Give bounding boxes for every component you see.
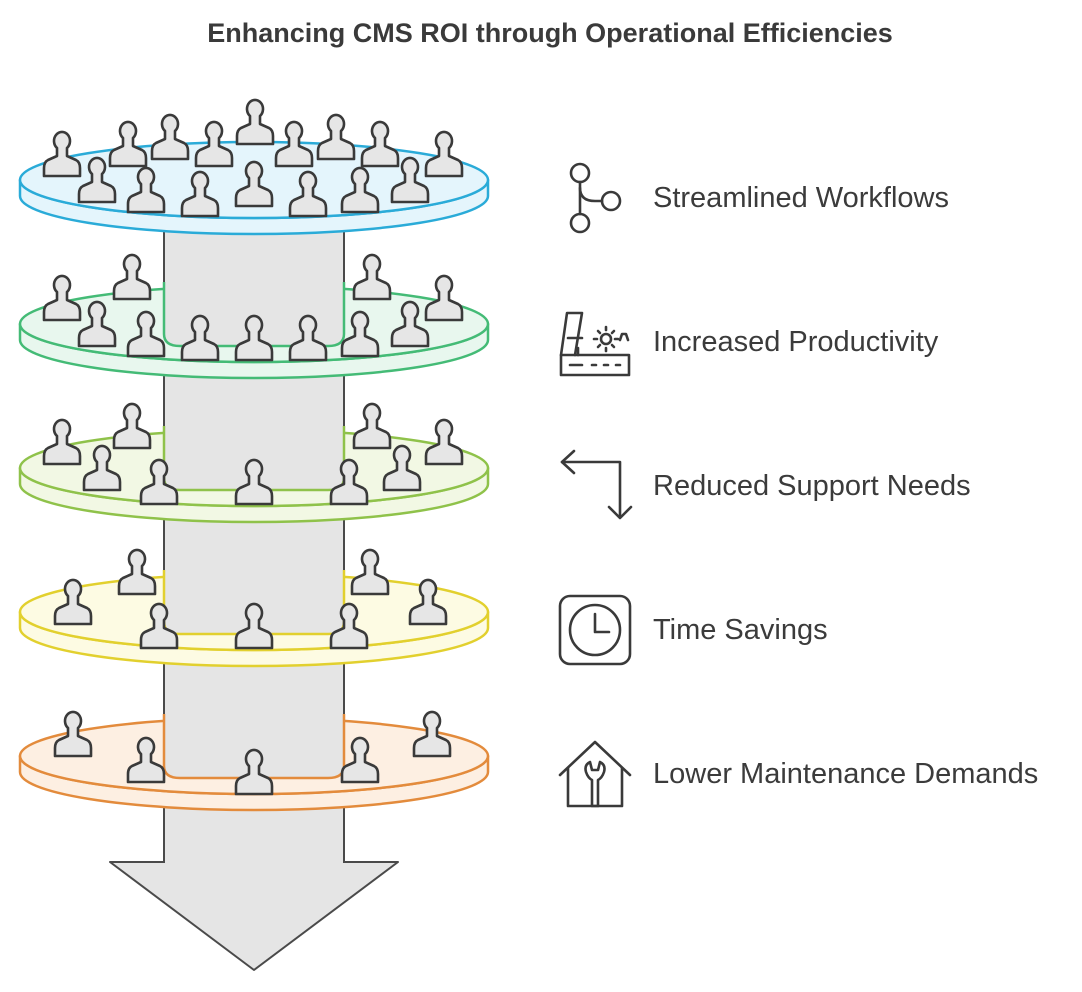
person-icon xyxy=(42,130,82,178)
person-icon xyxy=(42,274,82,322)
person-icon xyxy=(316,113,356,161)
layer-label-reduced-support-needs: Reduced Support Needs xyxy=(653,470,971,502)
clock-icon xyxy=(558,594,632,666)
turn-arrow-icon xyxy=(560,449,633,520)
layer-disk-2 xyxy=(18,253,490,380)
layer-disk-5 xyxy=(18,710,490,812)
layer-label-time-savings: Time Savings xyxy=(653,614,828,646)
workflow-branch-icon xyxy=(569,162,622,234)
layer-label-streamlined-workflows: Streamlined Workflows xyxy=(653,182,950,214)
person-icon xyxy=(117,548,157,596)
person-icon xyxy=(150,113,190,161)
person-icon xyxy=(42,418,82,466)
person-icon xyxy=(360,120,400,168)
arrow-head xyxy=(109,861,399,971)
layer-label-increased-productivity: Increased Productivity xyxy=(653,326,939,358)
person-icon xyxy=(108,120,148,168)
person-icon xyxy=(350,548,390,596)
person-icon xyxy=(352,402,392,450)
layer-disk-1 xyxy=(18,98,490,236)
factory-icon xyxy=(559,311,631,377)
layer-disk-3 xyxy=(18,402,490,524)
person-icon xyxy=(112,402,152,450)
diagram-title: Enhancing CMS ROI through Operational Ef… xyxy=(207,18,893,48)
person-icon xyxy=(112,253,152,301)
layer-label-lower-maintenance-demands: Lower Maintenance Demands xyxy=(653,758,1039,790)
house-wrench-icon xyxy=(558,740,632,808)
person-icon xyxy=(235,98,275,146)
layer-disk-4 xyxy=(18,548,490,668)
person-icon xyxy=(352,253,392,301)
